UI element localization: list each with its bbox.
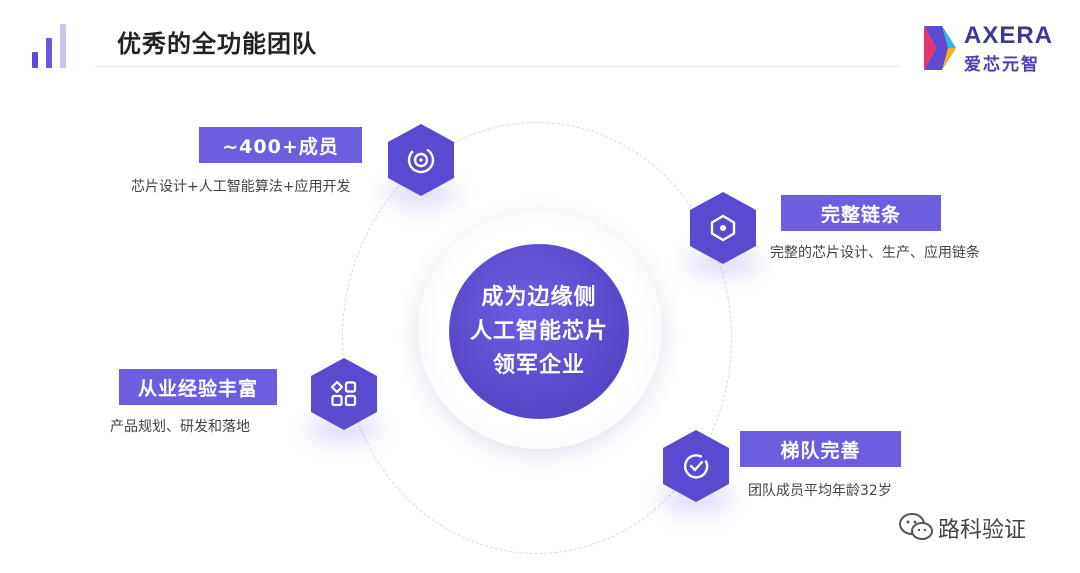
brand-logo: AXERA 爱芯元智	[920, 22, 1060, 75]
center-line-2: 人工智能芯片	[469, 318, 608, 344]
watermark-text: 路科验证	[938, 518, 1027, 543]
center-line-3: 领军企业	[492, 352, 585, 378]
grid-icon	[330, 380, 357, 407]
hexagon-nut-icon	[710, 214, 736, 242]
logo-chinese-name: 爱芯元智	[964, 55, 1040, 75]
title-divider	[95, 66, 900, 67]
page-title: 优秀的全功能团队	[117, 30, 317, 58]
center-line-1: 成为边缘侧	[481, 284, 597, 310]
feature-icon-experience	[311, 358, 377, 430]
feature-icon-chain	[690, 192, 756, 264]
feature-tag-members: ~400+成员	[199, 127, 362, 163]
logo-wordmark: AXERA	[964, 22, 1054, 49]
feature-desc-team: 团队成员平均年龄32岁	[748, 483, 892, 499]
target-icon	[407, 146, 435, 174]
feature-desc-experience: 产品规划、研发和落地	[110, 419, 250, 435]
wechat-icon	[899, 513, 933, 540]
feature-desc-members: 芯片设计+人工智能算法+应用开发	[131, 179, 351, 195]
feature-icon-members	[388, 124, 454, 196]
feature-desc-chain: 完整的芯片设计、生产、应用链条	[770, 245, 980, 261]
feature-icon-team	[663, 430, 729, 502]
feature-tag-chain: 完整链条	[781, 195, 941, 231]
logo-mark-icon	[924, 26, 956, 70]
title-bars-icon	[32, 22, 72, 68]
orbit-ring	[342, 122, 732, 554]
feature-tag-experience: 从业经验丰富	[119, 369, 277, 405]
center-circle: 成为边缘侧 人工智能芯片 领军企业	[449, 244, 629, 419]
check-circle-icon	[683, 454, 709, 479]
feature-tag-team: 梯队完善	[740, 431, 901, 467]
watermark: 路科验证	[898, 512, 1026, 543]
